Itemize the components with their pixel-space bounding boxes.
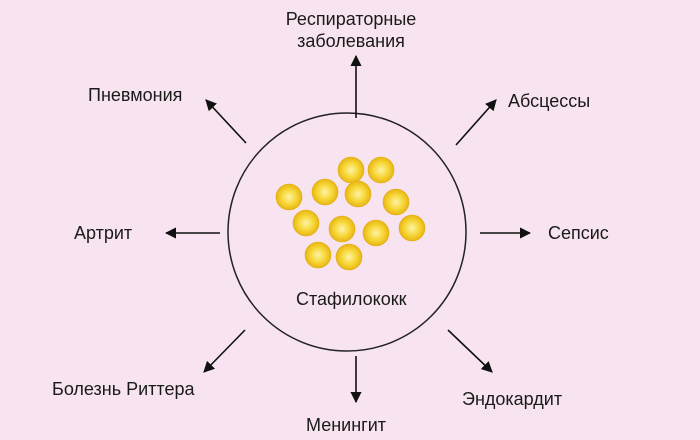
- coccus-cell: [335, 243, 363, 271]
- center-circle: [227, 112, 467, 352]
- arrows-group: [164, 54, 532, 404]
- label-respiratory: Респираторные заболевания: [276, 8, 426, 52]
- coccus-cell: [367, 156, 395, 184]
- label-meningitis: Менингит: [306, 415, 387, 435]
- coccus-cell: [304, 241, 332, 269]
- label-arthritis: Артрит: [74, 223, 133, 243]
- label-respiratory-line2: заболевания: [297, 31, 405, 51]
- label-respiratory-line1: Респираторные: [285, 9, 417, 29]
- coccus-cell: [328, 215, 356, 243]
- coccus-cell: [398, 214, 426, 242]
- label-pneumonia: Пневмония: [88, 85, 183, 105]
- label-endocarditis: Эндокардит: [462, 389, 563, 409]
- coccus-cell: [362, 219, 390, 247]
- label-sepsis: Сепсис: [548, 223, 609, 243]
- coccus-cell: [311, 178, 339, 206]
- label-abscess: Абсцессы: [508, 91, 591, 111]
- coccus-cell: [344, 180, 372, 208]
- arrow-abscess: [455, 99, 497, 146]
- coccus-cell: [337, 156, 365, 184]
- center-label: Стафилококк: [296, 289, 407, 309]
- arrow-endocarditis: [447, 329, 493, 373]
- arrow-ritter: [203, 329, 246, 373]
- coccus-cell: [275, 183, 303, 211]
- coccus-cell: [292, 209, 320, 237]
- staphylococcus-cluster: [275, 156, 426, 271]
- label-ritter: Болезнь Риттера: [52, 379, 195, 399]
- coccus-cell: [382, 188, 410, 216]
- arrow-pneumonia: [205, 99, 247, 144]
